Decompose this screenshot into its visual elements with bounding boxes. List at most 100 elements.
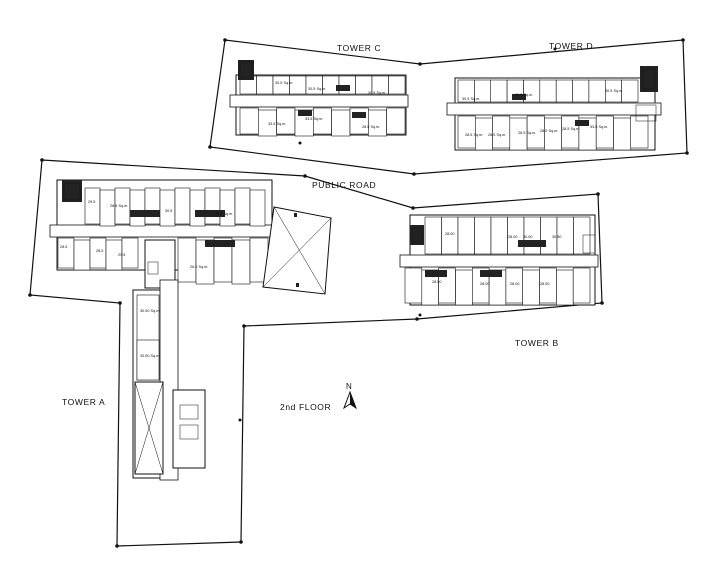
north-arrow: N xyxy=(342,382,358,410)
unit-room xyxy=(89,237,107,269)
unit-room xyxy=(249,189,266,227)
north-arrow-letter: N xyxy=(346,382,352,391)
unit-area: 26.0 Sq.m. xyxy=(190,265,208,269)
unit-room xyxy=(404,267,423,304)
unit-room xyxy=(234,187,251,225)
unit-area: 28.00 xyxy=(480,282,490,286)
tower-c-building xyxy=(229,60,409,137)
unit-room xyxy=(73,239,91,271)
unit-area: 28.5 xyxy=(60,245,67,249)
unit-room xyxy=(621,79,639,103)
public-road-label: PUBLIC ROAD xyxy=(312,180,376,190)
unit-room xyxy=(492,115,511,149)
unit-room xyxy=(276,107,296,135)
unit-area: 30.5 Sq.m. xyxy=(605,89,623,93)
tower-d-label: TOWER D xyxy=(549,41,593,51)
unit-room xyxy=(136,339,160,381)
tower-b-label: TOWER B xyxy=(515,338,559,348)
unit-area: 28.5 Sq.m. xyxy=(110,204,128,208)
unit-area: 33.5 Sq.m. xyxy=(268,122,286,126)
unit-room xyxy=(174,187,191,225)
unit-room xyxy=(189,189,206,227)
unit-area: 30.5 Sq.m. xyxy=(308,87,326,91)
unit-area: 29.5 xyxy=(88,200,95,204)
unit-room xyxy=(490,79,508,103)
unit-area: 33.5 Sq.m. xyxy=(590,125,608,129)
unit-room xyxy=(305,75,323,95)
tower-c-label: TOWER C xyxy=(337,43,381,53)
unit-area: 29.5 xyxy=(118,253,125,257)
unit-room xyxy=(129,189,146,227)
tower-d-unit-areas: 30.5 Sq.m. 30.5 Sq.m. 30.5 Sq.m. 28.5 Sq… xyxy=(462,89,623,137)
unit-room xyxy=(204,187,221,225)
unit-area: 30.5 Sq.m. xyxy=(215,212,233,216)
unit-area: 33.5 Sq.m. xyxy=(305,117,323,121)
unit-area: 28.5 Sq.m. xyxy=(518,131,536,135)
unit-area: 28.50 xyxy=(540,282,550,286)
tower-a-site-boundary xyxy=(29,159,603,547)
unit-room xyxy=(349,107,369,135)
unit-room xyxy=(159,189,176,227)
unit-area: 28.5 Sq.m. xyxy=(562,127,580,131)
unit-area: 28.00 xyxy=(508,235,518,239)
unit-area: 28.5 Sq.m. xyxy=(540,129,558,133)
unit-room xyxy=(539,79,557,103)
floor-label: 2nd FLOOR xyxy=(280,402,331,412)
unit-area: 28.5 Sq.m. xyxy=(488,133,506,137)
unit-area: 28.00 xyxy=(432,280,442,284)
tower-a-unit-areas: 29.5 28.5 Sq.m. 30.5 30.5 Sq.m. 28.5 28.… xyxy=(60,200,233,358)
unit-area: 30.5 Sq.m. xyxy=(368,91,386,95)
tower-c-unit-areas: 30.5 Sq.m. 30.5 Sq.m. 30.5 Sq.m. 33.5 Sq… xyxy=(268,81,386,129)
unit-room xyxy=(555,79,573,103)
unit-room xyxy=(272,75,290,95)
unit-room xyxy=(457,115,476,149)
unit-area: 28.5 Sq.m. xyxy=(465,133,483,137)
tower-a-label: TOWER A xyxy=(62,397,105,407)
unit-room xyxy=(573,216,591,255)
unit-room xyxy=(331,109,351,137)
unit-room xyxy=(219,189,236,227)
unit-area: 30.00 xyxy=(523,235,533,239)
unit-area: 30.50 Sq.m. xyxy=(140,354,160,358)
unit-area: 28.00 xyxy=(510,282,520,286)
tower-b-building xyxy=(399,214,599,306)
unit-area: 30.5 Sq.m. xyxy=(462,97,480,101)
unit-room xyxy=(367,109,387,137)
unit-room xyxy=(613,117,632,151)
unit-area: 28.5 xyxy=(96,249,103,253)
unit-room xyxy=(312,107,332,135)
unit-room xyxy=(572,79,590,103)
unit-room xyxy=(256,75,274,95)
unit-room xyxy=(588,79,606,103)
unit-area: 28.5 Sq.m. xyxy=(362,125,380,129)
unit-room xyxy=(572,267,591,304)
unit-area: 28.00 xyxy=(445,232,455,236)
unit-room xyxy=(455,269,473,306)
unit-room xyxy=(121,237,139,269)
unit-area: 30.5 Sq.m. xyxy=(515,93,533,97)
unit-room xyxy=(630,115,649,149)
tower-a-building xyxy=(49,179,332,481)
unit-area: 30.50 Sq.m. xyxy=(140,309,160,313)
unit-area: 30.5 xyxy=(165,209,172,213)
unit-room xyxy=(457,216,475,255)
unit-area: 30.5 Sq.m. xyxy=(275,81,293,85)
unit-room xyxy=(57,237,75,269)
unit-room xyxy=(84,187,101,225)
unit-room xyxy=(490,216,508,255)
unit-room xyxy=(144,187,161,225)
unit-room xyxy=(556,269,574,306)
unit-room xyxy=(99,189,116,227)
unit-room xyxy=(289,75,307,95)
unit-room xyxy=(424,216,442,255)
tower-b-unit-areas: 28.00 28.00 30.00 30.50 28.00 28.00 28.0… xyxy=(432,232,562,286)
unit-room xyxy=(388,75,406,95)
unit-room xyxy=(522,269,540,306)
unit-room xyxy=(595,115,614,149)
unit-room xyxy=(386,107,406,135)
unit-room xyxy=(474,216,492,255)
unit-area: 30.50 xyxy=(552,235,562,239)
unit-room xyxy=(544,117,563,151)
unit-room xyxy=(177,237,197,283)
